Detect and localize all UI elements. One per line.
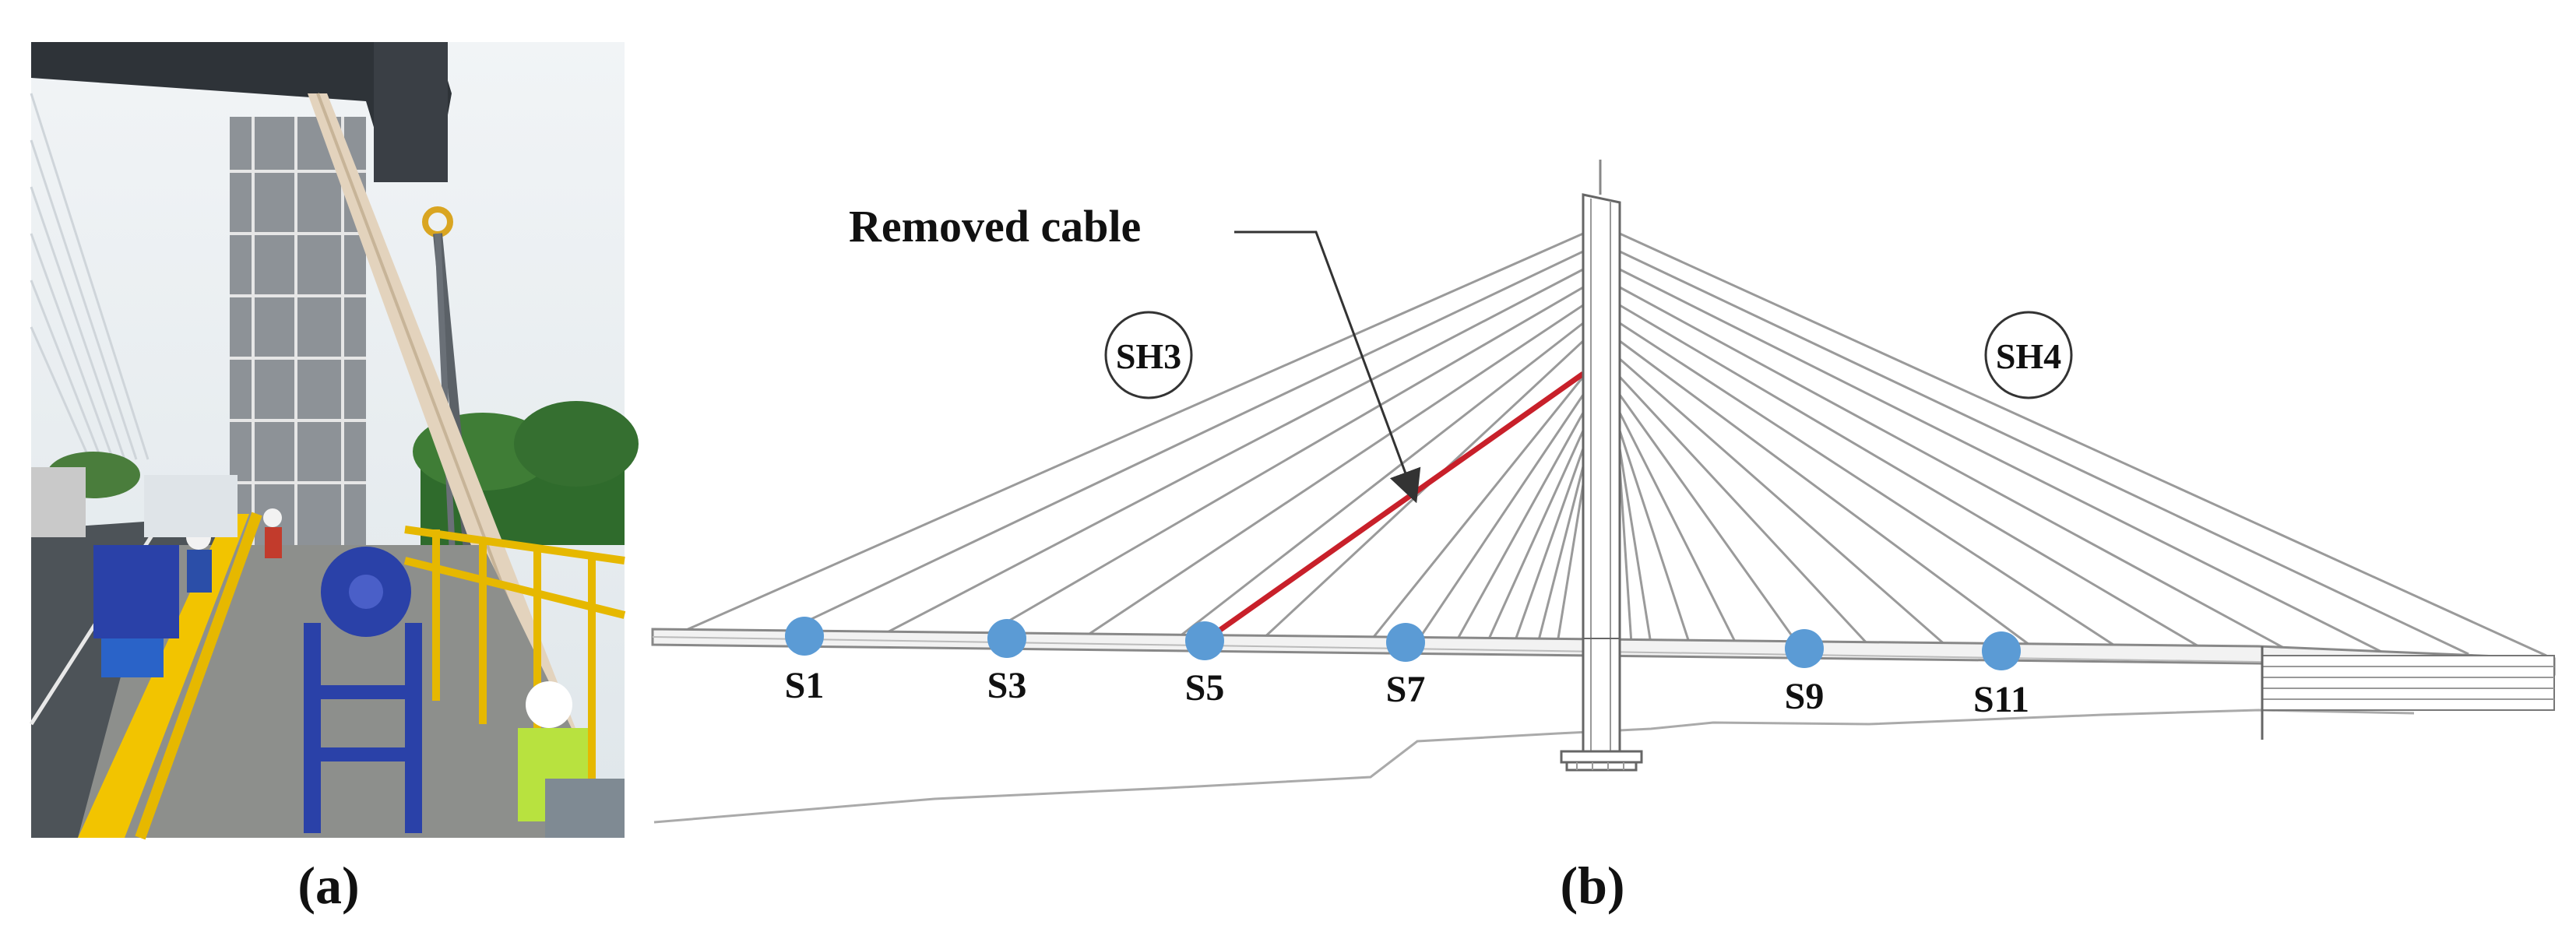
- sensor-s7: S7: [1386, 623, 1426, 710]
- left-cable-fan: [677, 232, 1585, 644]
- annotation-leader: [1234, 230, 1421, 504]
- photo-panel-a: [29, 42, 639, 840]
- sensor-s9: S9: [1785, 629, 1825, 717]
- zone-marker-right: SH4: [1984, 311, 2073, 399]
- svg-text:S7: S7: [1386, 669, 1426, 710]
- caption-a: (a): [297, 856, 359, 915]
- svg-text:S1: S1: [785, 665, 825, 706]
- sensor-s5: S5: [1185, 621, 1225, 709]
- annotation-label: Removed cable: [849, 201, 1141, 251]
- pylon: [1560, 160, 1643, 772]
- svg-text:S3: S3: [987, 665, 1027, 706]
- right-cable-fan: [1618, 232, 2547, 657]
- sensor-s3: S3: [987, 619, 1027, 706]
- sensor-s11: S11: [1973, 631, 2029, 720]
- ground-line: [653, 709, 2415, 824]
- removed-cable: [1202, 371, 1585, 643]
- sensor-s1: S1: [785, 617, 825, 706]
- zone-marker-left: SH3: [1104, 311, 1193, 399]
- caption-b: (b): [1560, 856, 1624, 915]
- svg-text:S5: S5: [1185, 667, 1225, 709]
- svg-text:SH3: SH3: [1116, 336, 1181, 376]
- svg-text:S9: S9: [1785, 676, 1825, 717]
- svg-text:SH4: SH4: [1996, 336, 2061, 376]
- bridge-elevation-diagram: Removed cable SH3 SH4 S1 S3 S5 S7: [651, 160, 2556, 824]
- svg-text:S11: S11: [1973, 679, 2029, 720]
